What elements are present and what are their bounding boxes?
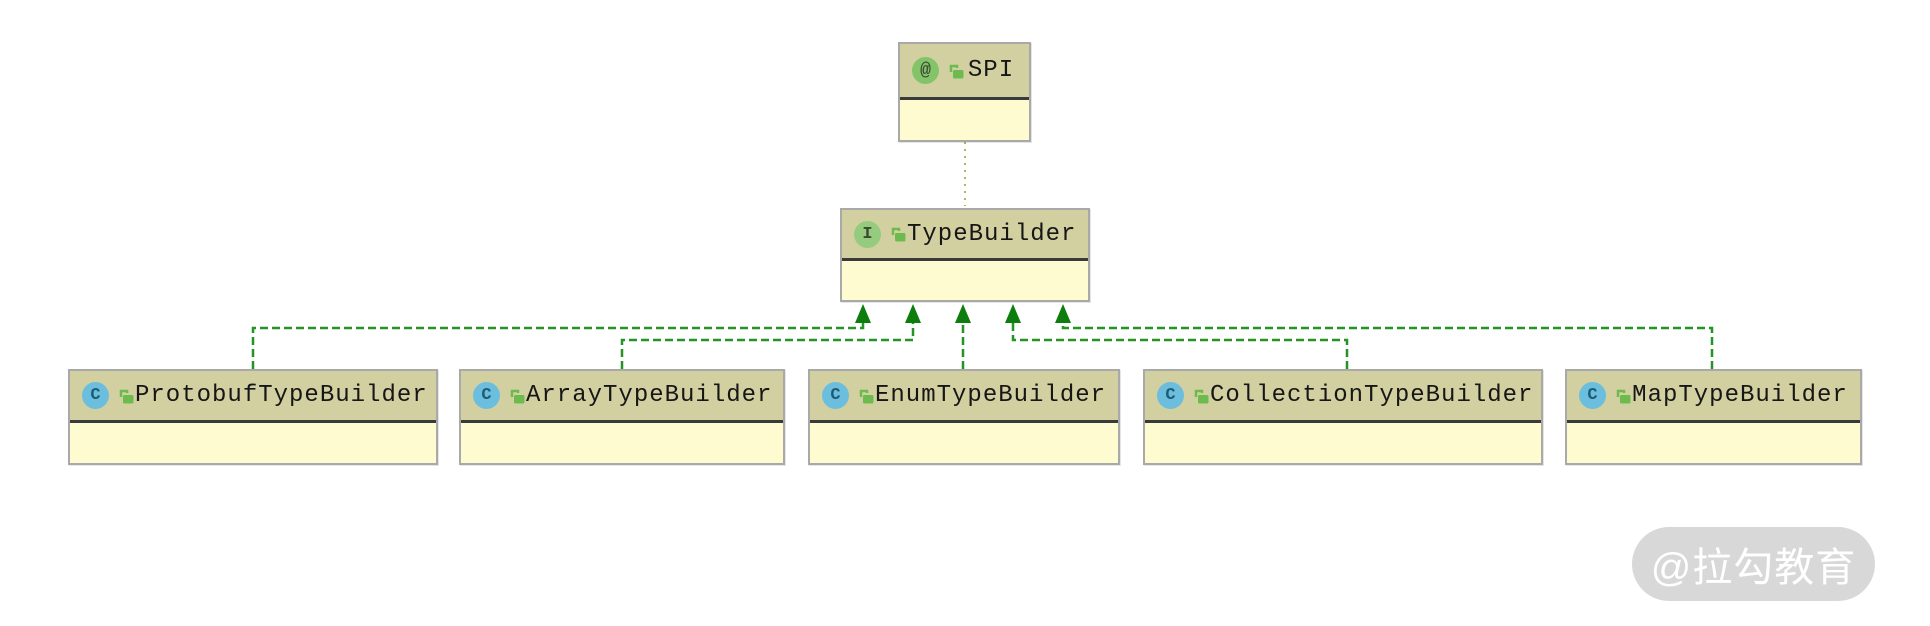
- node-collectiontypebuilder-header: C CollectionTypeBuilder: [1145, 371, 1541, 420]
- node-protobuftypebuilder-body: [70, 420, 436, 463]
- class-icon: C: [82, 382, 109, 409]
- node-label: ArrayTypeBuilder: [526, 382, 773, 409]
- edge-maptypebuilder-implements-typebuilder[interactable]: [1055, 304, 1714, 369]
- node-collectiontypebuilder[interactable]: C CollectionTypeBuilder: [1143, 369, 1543, 465]
- node-typebuilder[interactable]: I TypeBuilder: [840, 208, 1090, 302]
- class-icon: C: [1579, 382, 1606, 409]
- unlocked-icon: [1194, 389, 1209, 403]
- unlocked-icon: [119, 389, 134, 403]
- unlocked-icon: [1616, 389, 1631, 403]
- edge-collectiontypebuilder-implements-typebuilder[interactable]: [1005, 304, 1349, 369]
- class-icon: C: [1157, 382, 1184, 409]
- node-label: SPI: [967, 57, 1015, 84]
- annotation-icon: @: [912, 57, 939, 84]
- watermark-badge: @拉勾教育: [1632, 527, 1875, 601]
- node-label: CollectionTypeBuilder: [1210, 382, 1534, 409]
- edge-enumtypebuilder-implements-typebuilder[interactable]: [955, 304, 971, 369]
- arrowhead-icon: [855, 304, 871, 323]
- unlocked-icon: [949, 64, 964, 78]
- arrowhead-icon: [1055, 304, 1071, 323]
- arrowhead-icon: [905, 304, 921, 323]
- node-enumtypebuilder-header: C EnumTypeBuilder: [810, 371, 1118, 420]
- node-maptypebuilder-header: C MapTypeBuilder: [1567, 371, 1860, 420]
- node-spi[interactable]: @ SPI: [898, 42, 1031, 142]
- edge-arraytypebuilder-implements-typebuilder[interactable]: [620, 304, 921, 369]
- node-label: EnumTypeBuilder: [875, 382, 1107, 409]
- edge-protobuftypebuilder-implements-typebuilder[interactable]: [251, 304, 871, 369]
- node-typebuilder-header: I TypeBuilder: [842, 210, 1088, 258]
- node-enumtypebuilder[interactable]: C EnumTypeBuilder: [808, 369, 1120, 465]
- arrowhead-icon: [1005, 304, 1021, 323]
- node-protobuftypebuilder[interactable]: C ProtobufTypeBuilder: [68, 369, 438, 465]
- node-enumtypebuilder-body: [810, 420, 1118, 463]
- node-label: ProtobufTypeBuilder: [135, 382, 428, 409]
- arrowhead-icon: [955, 304, 971, 323]
- node-maptypebuilder-body: [1567, 420, 1860, 463]
- node-label: MapTypeBuilder: [1632, 382, 1848, 409]
- class-icon: C: [822, 382, 849, 409]
- node-arraytypebuilder-body: [461, 420, 783, 463]
- class-icon: C: [473, 382, 500, 409]
- node-label: TypeBuilder: [907, 220, 1077, 248]
- node-spi-body: [900, 97, 1029, 140]
- node-collectiontypebuilder-body: [1145, 420, 1541, 463]
- node-maptypebuilder[interactable]: C MapTypeBuilder: [1565, 369, 1862, 465]
- node-arraytypebuilder[interactable]: C ArrayTypeBuilder: [459, 369, 785, 465]
- unlocked-icon: [859, 389, 874, 403]
- interface-icon: I: [854, 220, 881, 248]
- unlocked-icon: [891, 227, 906, 242]
- node-spi-header: @ SPI: [900, 44, 1029, 97]
- node-arraytypebuilder-header: C ArrayTypeBuilder: [461, 371, 783, 420]
- node-typebuilder-body: [842, 258, 1088, 300]
- node-protobuftypebuilder-header: C ProtobufTypeBuilder: [70, 371, 436, 420]
- unlocked-icon: [510, 389, 525, 403]
